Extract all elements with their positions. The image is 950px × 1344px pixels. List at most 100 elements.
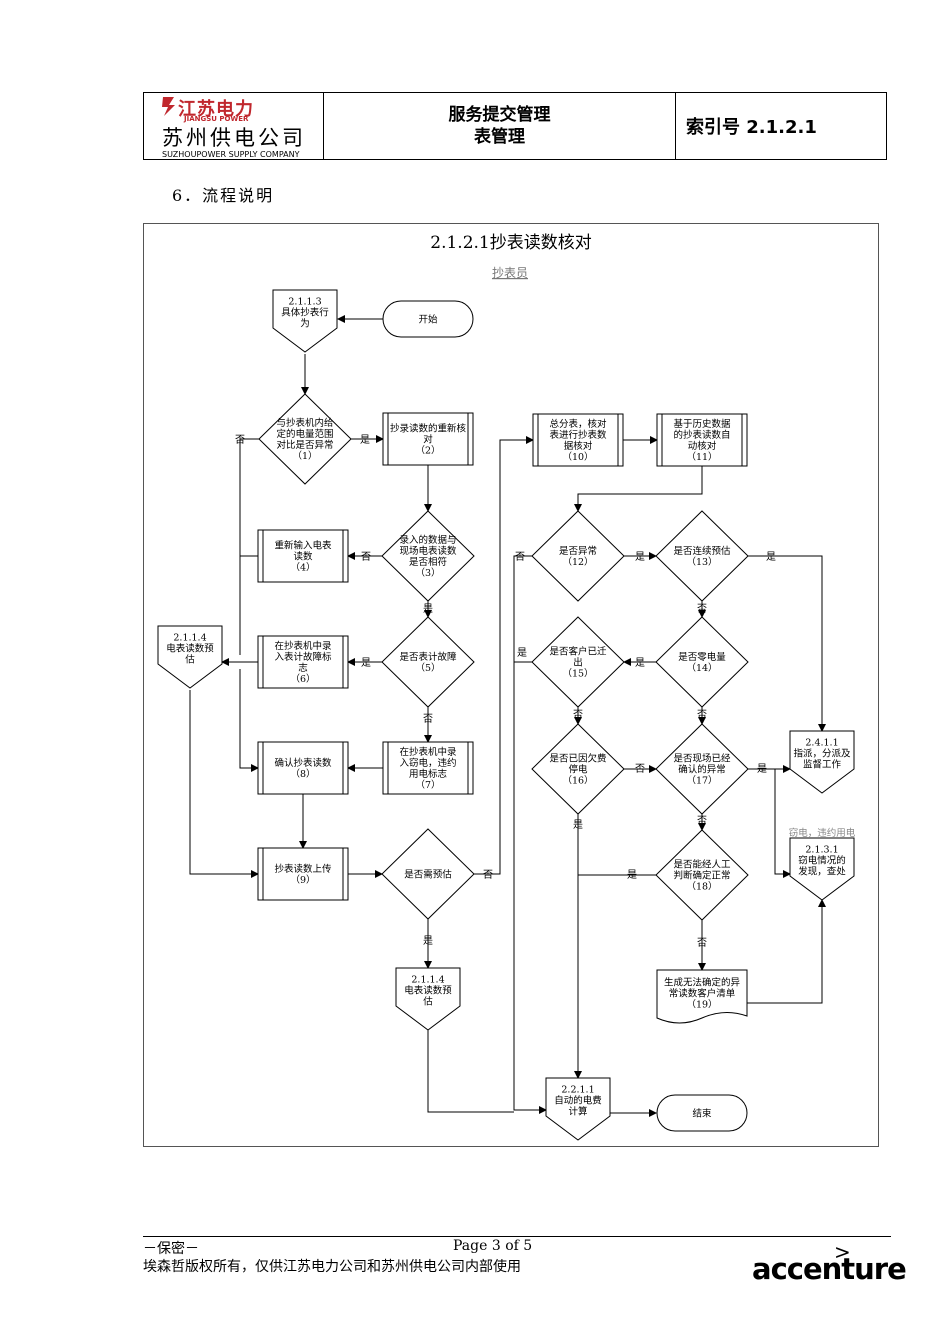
node-text: （3）	[415, 567, 440, 579]
decision-shape	[531, 723, 625, 815]
edge-label: 是	[361, 657, 371, 669]
node-text: 2.1.1.3	[288, 297, 321, 308]
lane-label: 抄表员	[492, 266, 528, 280]
edge-label: 否	[423, 713, 433, 725]
edge-label: 否	[361, 551, 371, 563]
logo-en-bottom: SUZHOUPOWER SUPPLY COMPANY	[162, 150, 300, 159]
node-text: 具体抄表行	[281, 307, 329, 319]
accenture-mark-icon: >	[834, 1240, 851, 1264]
node-text: 确认的异常	[678, 764, 726, 776]
node-text: （6）	[290, 673, 315, 685]
node-text: （18）	[686, 881, 717, 893]
node-d14: 是否零电量（14）	[655, 616, 749, 708]
edge-label: 是	[766, 551, 776, 563]
node-text: 录入的数据与	[399, 534, 456, 546]
node-text: 是否异常	[559, 545, 597, 557]
node-text: （13）	[686, 556, 717, 568]
edge-label: 否	[697, 709, 707, 721]
node-text: 定的电量范围	[276, 428, 333, 440]
node-text: （10）	[562, 451, 593, 463]
edge-label: 是	[635, 657, 645, 669]
node-text: 2.4.1.1	[805, 738, 838, 749]
title-cell: 服务提交管理 表管理	[324, 93, 676, 159]
node-text: 是否零电量	[678, 651, 726, 663]
node-text: 停电	[568, 764, 588, 776]
node-text: （4）	[290, 562, 315, 574]
decision-shape	[531, 510, 625, 602]
node-end: 结束	[656, 1094, 748, 1132]
node-text: （7）	[415, 779, 440, 791]
edge-label: 否	[515, 551, 525, 563]
logo-cn-top: 江苏电力	[178, 99, 254, 120]
node-text: 入窃电，违约	[399, 757, 456, 769]
edge-label: 是	[573, 819, 583, 831]
logo-cell: 江苏电力 JIANGSU POWER 苏州供电公司 SUZHOUPOWER SU…	[144, 93, 324, 159]
node-text: 抄表读数上传	[274, 863, 332, 875]
node-p9: 抄表读数上传（9）	[257, 847, 349, 901]
node-text: 重新输入电表	[274, 540, 332, 552]
edge-label: 是	[360, 434, 370, 446]
edge-label: 否	[483, 869, 493, 881]
node-text: （11）	[686, 451, 717, 463]
node-text: 是否相符	[409, 556, 447, 568]
node-text: 确认抄表读数	[274, 757, 332, 769]
node-text: 计算	[568, 1106, 587, 1118]
footer-confidential: －保密－	[143, 1241, 199, 1257]
offpage-shape	[157, 625, 223, 689]
edge-label-theft: 窃电，违约用电	[789, 827, 856, 839]
node-text: （1）	[292, 450, 317, 462]
node-text: 发现，查处	[798, 866, 846, 878]
flow-edge-labels: 是否否是是否否是是是否否是是否否否是否是否是窃电，违约用电	[235, 434, 856, 949]
node-text: 与抄表机内给	[276, 417, 334, 429]
accenture-logo: accenture	[752, 1252, 907, 1286]
node-text: 是否现场已经	[673, 753, 731, 765]
decision-shape	[655, 829, 749, 921]
edge-label: 是	[627, 869, 637, 881]
decision-shape	[531, 616, 625, 708]
node-text: （5）	[415, 662, 440, 674]
doc-title-line1: 服务提交管理	[448, 105, 551, 125]
edge-label: 是	[423, 603, 433, 615]
diagram-title: 2.1.2.1抄表读数核对	[430, 233, 591, 253]
edge-label: 否	[697, 603, 707, 615]
logo-cn-bottom: 苏州供电公司	[162, 126, 306, 150]
offpage-shape	[272, 289, 338, 353]
node-text: 自动的电费	[554, 1095, 602, 1107]
node-text: 2.1.1.4	[173, 633, 206, 644]
flow-connector	[513, 555, 547, 1114]
process-shape	[382, 412, 474, 466]
decision-shape	[381, 510, 475, 602]
node-text: 是否连续预估	[673, 545, 731, 557]
node-text: （2）	[415, 445, 440, 457]
flowchart-frame	[143, 223, 879, 1147]
decision-shape	[655, 510, 749, 602]
node-text: （17）	[686, 775, 717, 787]
terminal-shape	[656, 1094, 748, 1132]
edge-label: 是	[517, 647, 527, 659]
node-text: 常读数客户清单	[669, 988, 736, 1000]
node-text: 对	[423, 434, 433, 446]
node-text: 窃电情况的	[798, 855, 846, 867]
process-shape	[656, 413, 748, 467]
node-text: 指派，分派及	[793, 748, 851, 760]
decision-shape	[655, 616, 749, 708]
flow-connector	[239, 438, 259, 655]
node-text: 的抄表读数自	[673, 429, 730, 441]
offpage-shape	[789, 730, 855, 794]
flow-connector	[747, 899, 826, 1004]
flow-connector	[189, 690, 259, 878]
process-shape	[382, 741, 474, 795]
node-text: 现场电表读数	[399, 545, 457, 557]
edge-label: 否	[635, 763, 645, 775]
node-text: 总分表，核对	[549, 418, 607, 430]
edge-label: 否	[697, 815, 707, 827]
node-text: 估	[423, 996, 433, 1008]
node-text: 读数	[293, 551, 313, 563]
node-text: 在抄表机中录	[399, 746, 457, 758]
node-text: 对比是否异常	[276, 439, 333, 451]
